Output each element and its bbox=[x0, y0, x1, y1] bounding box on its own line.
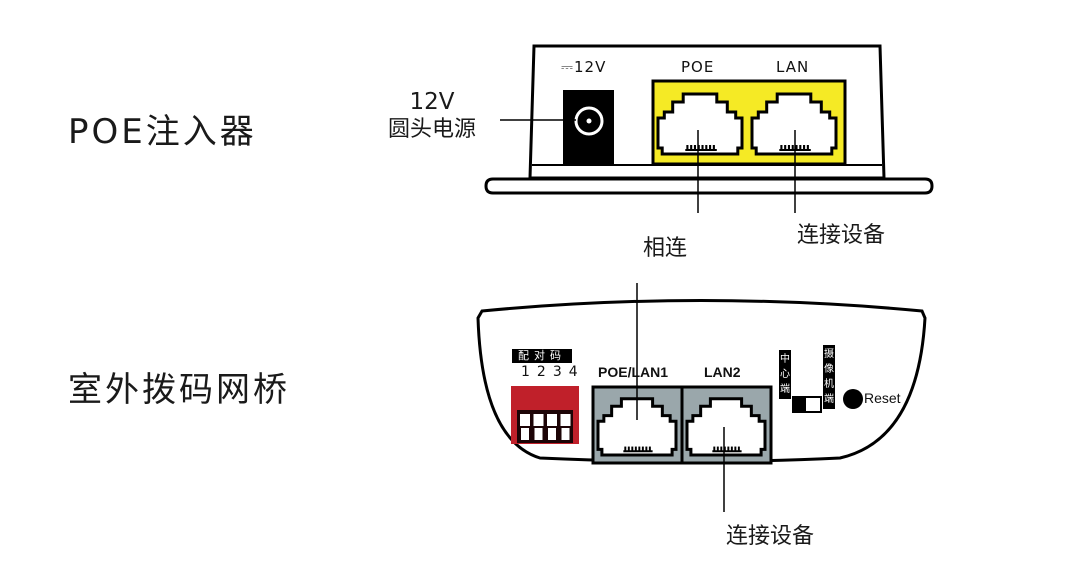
rj45-jack-outline bbox=[685, 397, 767, 457]
switch-center-label: 中 心 端 bbox=[779, 350, 791, 399]
mode-slide-switch[interactable] bbox=[792, 396, 822, 413]
pair-code-label: 配对码 bbox=[512, 349, 572, 363]
rj45-pin bbox=[638, 446, 641, 452]
injector-title: POE注入器 bbox=[68, 112, 257, 152]
rj45-pin bbox=[734, 446, 737, 452]
rj45-pin bbox=[803, 145, 806, 150]
rj45-pin bbox=[624, 446, 627, 452]
bridge-lan2-label: LAN2 bbox=[704, 364, 741, 380]
rj45-pin bbox=[701, 145, 704, 150]
dip-key-3[interactable] bbox=[547, 414, 557, 426]
rj45-pin bbox=[645, 446, 648, 452]
dc-power-jack bbox=[563, 90, 614, 164]
rj45-pin bbox=[799, 145, 802, 150]
rj45-jack-outline bbox=[596, 397, 678, 457]
rj45-pin bbox=[693, 145, 697, 150]
dip-number: 1 bbox=[521, 364, 530, 380]
rj45-pin bbox=[723, 446, 726, 452]
dip-switch[interactable] bbox=[511, 386, 579, 444]
bridge-poe-lan1-label: POE/LAN1 bbox=[598, 364, 669, 380]
dip-key-4[interactable] bbox=[560, 414, 571, 426]
rj45-pin bbox=[727, 446, 730, 452]
injector-device-callout-label: 连接设备 bbox=[797, 223, 886, 248]
dc-symbol-icon: ⎓ bbox=[561, 58, 574, 76]
rj45-pin bbox=[648, 446, 651, 452]
switch-center-char: 心 bbox=[780, 369, 790, 380]
dip-number: 3 bbox=[552, 364, 562, 380]
injector-lan-port[interactable] bbox=[750, 92, 838, 156]
dip-key-base bbox=[521, 428, 529, 440]
dc-voltage-label: 12V bbox=[573, 58, 607, 76]
rj45-pin bbox=[780, 145, 783, 150]
switch-camera-char: 像 bbox=[824, 364, 834, 375]
bridge-poe-lan1-port[interactable] bbox=[596, 397, 678, 457]
connected-callout-label: 相连 bbox=[643, 236, 688, 261]
callout-lines bbox=[500, 119, 796, 512]
dip-number: 4 bbox=[568, 364, 578, 380]
injector-poe-port[interactable] bbox=[656, 92, 744, 156]
dip-key-2[interactable] bbox=[533, 414, 544, 426]
rj45-pin bbox=[730, 446, 733, 452]
rj45-pin bbox=[795, 145, 798, 150]
bridge-lan2-port[interactable] bbox=[685, 397, 767, 457]
rj45-pin bbox=[806, 145, 809, 150]
rj45-pin bbox=[784, 145, 787, 150]
reset-label: Reset bbox=[864, 390, 901, 406]
rj45-pin bbox=[712, 145, 715, 150]
rj45-pin bbox=[686, 145, 689, 150]
rj45-pin bbox=[627, 446, 630, 452]
switch-camera-char: 摄 bbox=[824, 349, 834, 360]
dc-label: ⎓12V bbox=[561, 58, 606, 76]
rj45-pin bbox=[634, 446, 637, 452]
rj45-pin bbox=[716, 446, 719, 452]
rj45-pin bbox=[787, 145, 791, 150]
dip-number: 2 bbox=[536, 364, 546, 380]
rj45-pin bbox=[631, 446, 634, 452]
reset-button[interactable] bbox=[843, 389, 863, 409]
dip-key-base bbox=[548, 428, 556, 440]
injector-poe-label: POE bbox=[681, 58, 715, 76]
rj45-pin bbox=[690, 145, 693, 150]
switch-camera-char: 机 bbox=[824, 379, 834, 390]
rj45-pin bbox=[737, 446, 740, 452]
switch-camera-label: 摄 像 机 端 bbox=[823, 345, 835, 409]
bridge-device-callout-label: 连接设备 bbox=[726, 524, 815, 549]
bridge-title: 室外拨码网桥 bbox=[68, 370, 290, 410]
rj45-pin bbox=[713, 446, 716, 452]
dip-key-1[interactable] bbox=[520, 414, 530, 426]
rj45-pin bbox=[709, 145, 712, 150]
rj45-pin bbox=[791, 145, 794, 150]
dip-key-base bbox=[561, 428, 570, 440]
switch-center-char: 端 bbox=[780, 384, 790, 395]
dip-key-base bbox=[534, 428, 543, 440]
switch-camera-char: 端 bbox=[824, 394, 834, 405]
rj45-pin bbox=[720, 446, 723, 452]
dip-numbers: 1 2 3 4 bbox=[521, 364, 578, 380]
rj45-jack-outline bbox=[656, 92, 744, 156]
switch-center-char: 中 bbox=[780, 354, 790, 365]
bridge-housing bbox=[476, 299, 927, 463]
injector-lan-label: LAN bbox=[776, 58, 810, 76]
rj45-pin bbox=[641, 446, 644, 452]
power-callout: 12V 圆头电源 bbox=[382, 88, 482, 144]
power-callout-type: 圆头电源 bbox=[387, 117, 476, 142]
rj45-pin bbox=[705, 145, 708, 150]
rj45-jack-outline bbox=[750, 92, 838, 156]
power-callout-voltage: 12V bbox=[409, 89, 455, 115]
